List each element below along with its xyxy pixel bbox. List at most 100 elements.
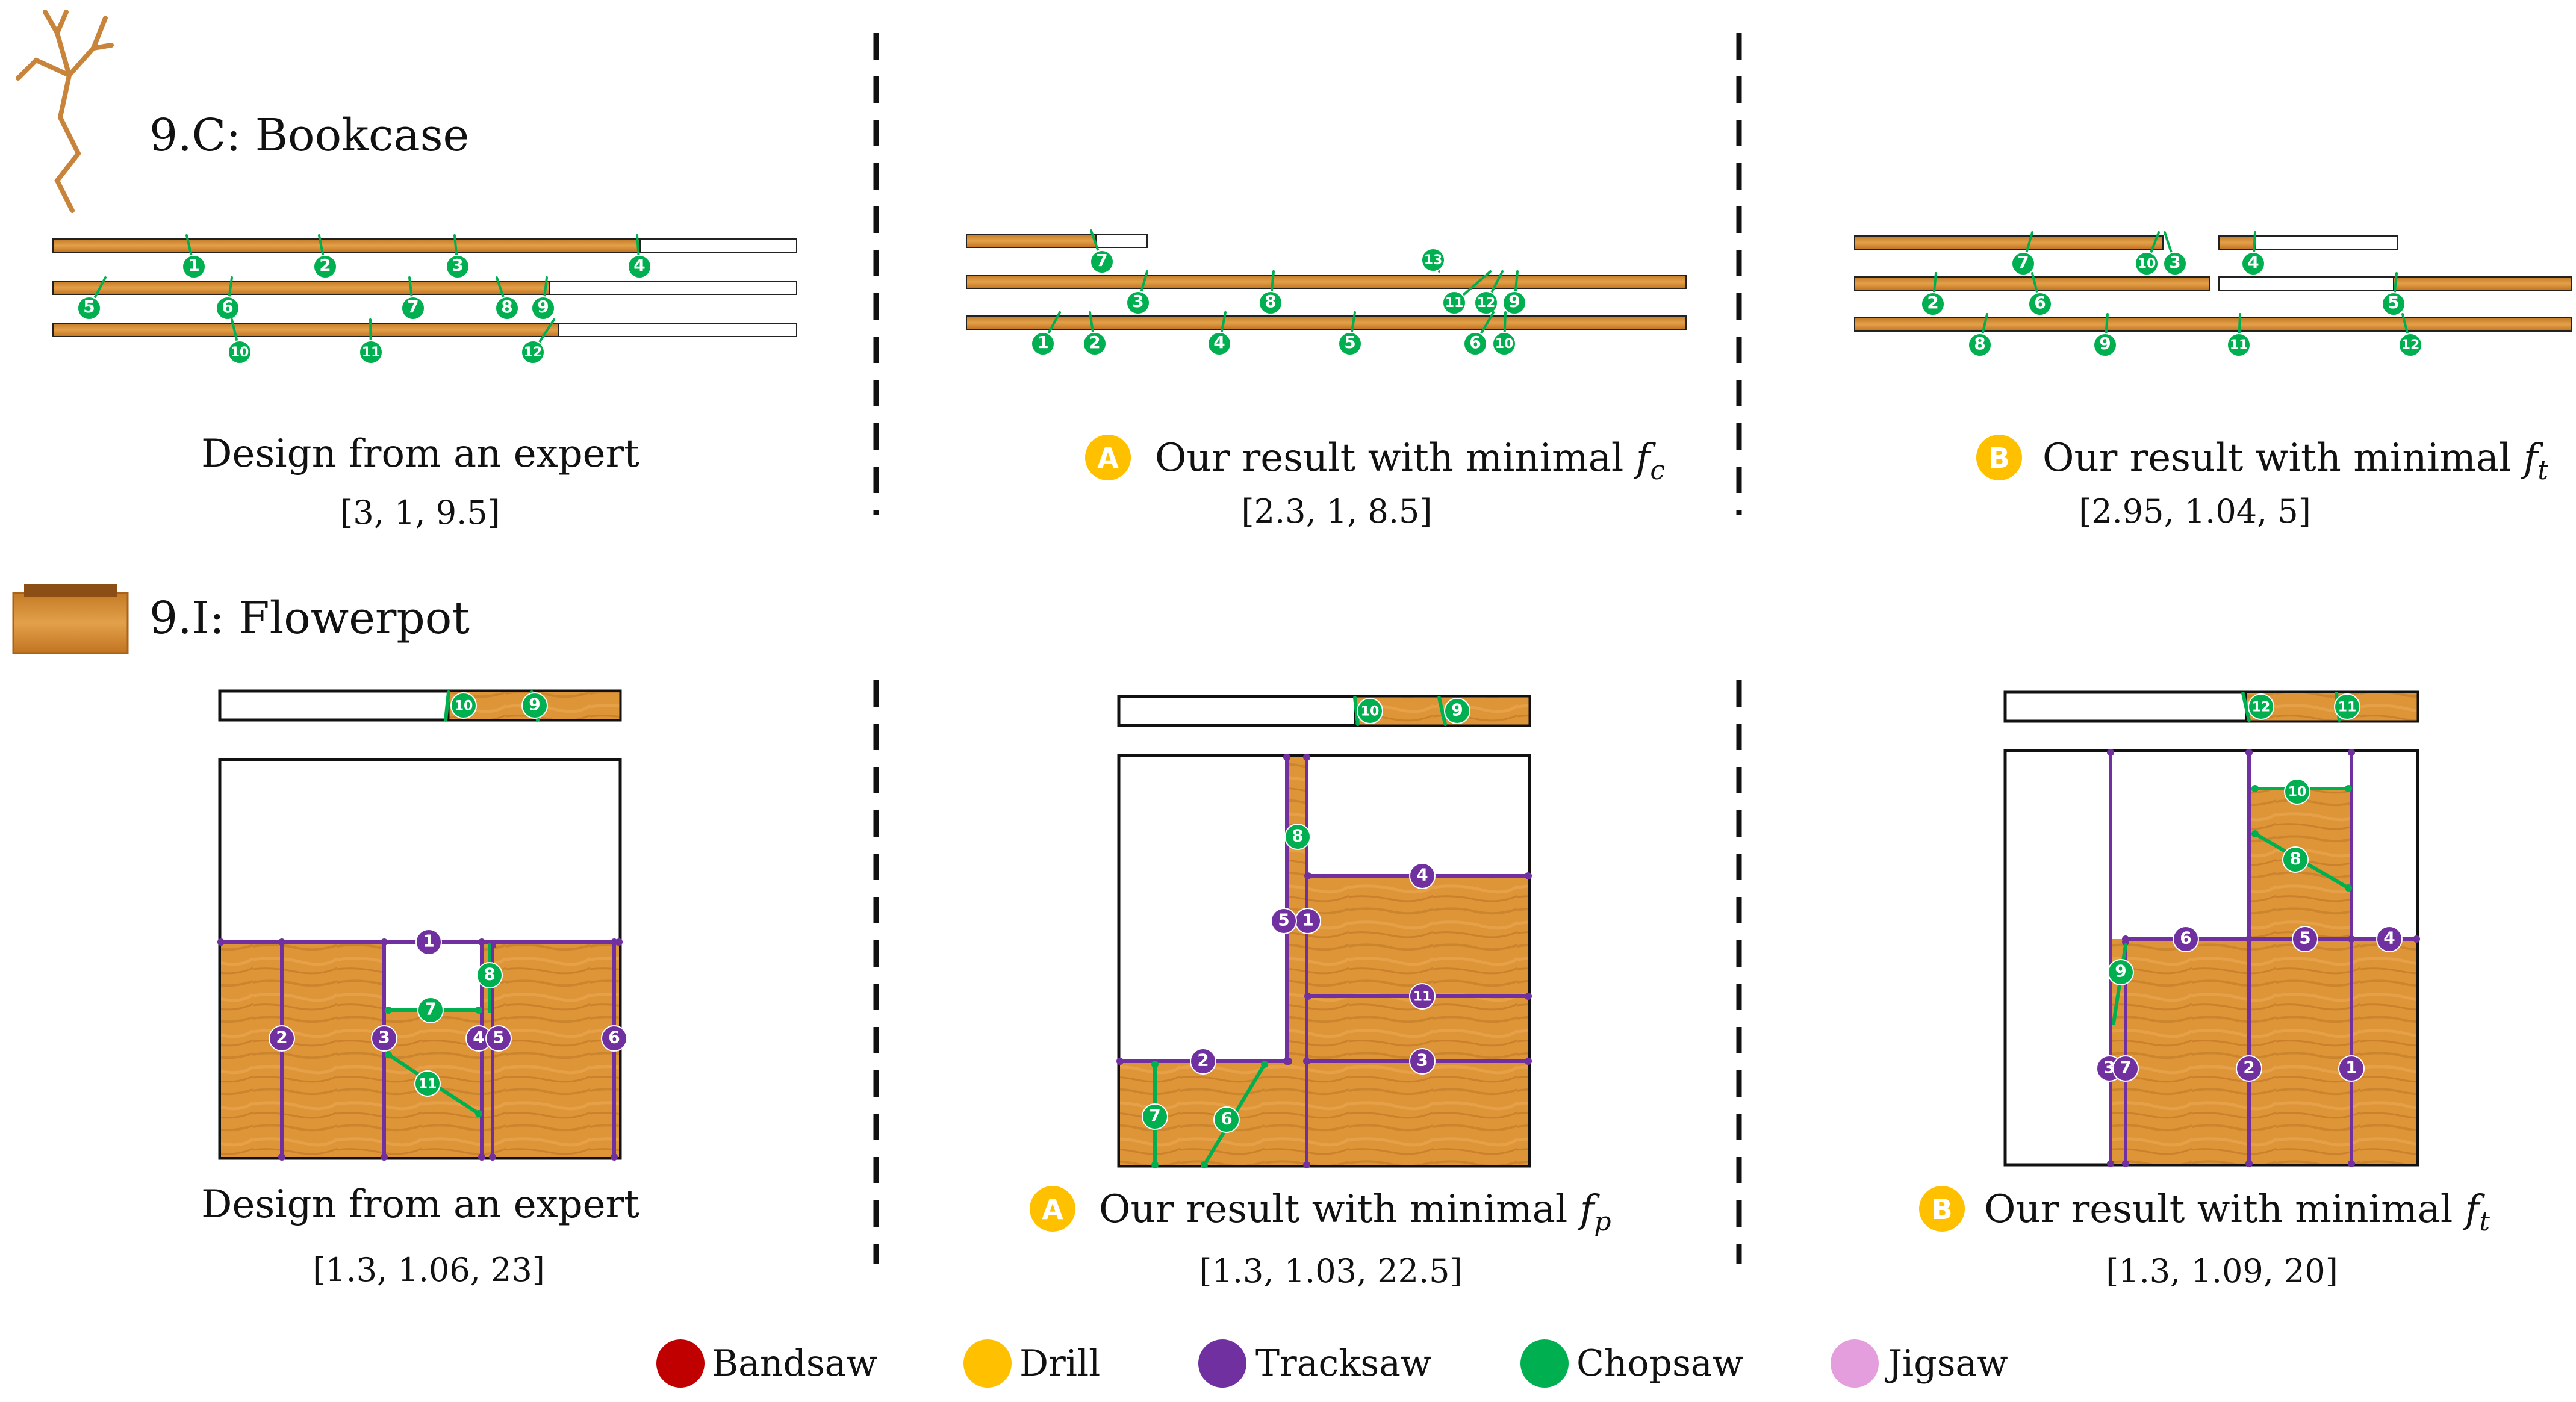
fp-b-cut-end-6-b — [2245, 935, 2253, 943]
fp-b-cut-end-5-b — [2348, 935, 2355, 943]
bk-b-cut-marker-2: 2 — [1921, 292, 1945, 316]
fp-a-cut-marker-3: 3 — [1409, 1048, 1436, 1075]
svg-text:4: 4 — [473, 1028, 484, 1047]
svg-text:5: 5 — [1344, 332, 1355, 352]
svg-text:12: 12 — [2252, 700, 2271, 715]
bk-a-cut-marker-13: 13 — [1421, 248, 1445, 272]
legend-label-bandsaw: Bandsaw — [712, 1342, 877, 1385]
fp-expert-cut-marker-6: 6 — [601, 1025, 627, 1052]
fp-a-cut-end-2-a — [1116, 1058, 1124, 1065]
legend-swatch-bandsaw — [656, 1339, 705, 1388]
fp-a-cut-marker-11: 11 — [1409, 983, 1436, 1010]
svg-text:9: 9 — [1451, 700, 1463, 720]
flowerpot-expert-layout — [218, 689, 622, 1160]
bookcase-a-metrics: [2.3, 1, 8.5] — [1242, 492, 1433, 530]
svg-text:8: 8 — [1292, 826, 1303, 846]
bk-a-cut-marker-3: 3 — [1126, 291, 1150, 315]
bk-expert-cut-marker-6: 6 — [216, 296, 240, 320]
bk-expert-cut-marker-12: 12 — [521, 340, 545, 364]
svg-text:9: 9 — [537, 297, 549, 317]
bookcase-a-layout — [966, 234, 1687, 330]
fp-a-cut-end-6-a — [1201, 1161, 1208, 1168]
svg-text:3: 3 — [452, 255, 463, 275]
bk-expert-cut-marker-4: 4 — [627, 255, 652, 279]
fp-a-cut-end-4-b — [1525, 872, 1532, 879]
fp-a-cut-marker-2: 2 — [1190, 1048, 1216, 1075]
bk-expert-cut-marker-3: 3 — [446, 255, 470, 279]
fp-expert-cut-end-7-b — [475, 1007, 482, 1014]
svg-text:10: 10 — [455, 699, 473, 714]
fp-expert-cut-marker-1: 1 — [415, 929, 442, 955]
bookcase-expert-caption: Design from an expert — [201, 432, 639, 476]
legend-item-bandsaw: Bandsaw — [656, 1339, 877, 1388]
svg-text:5: 5 — [1278, 910, 1289, 930]
fp-b-cut-marker-4: 4 — [2376, 926, 2403, 952]
bookcase-icon — [16, 10, 114, 213]
svg-text:5: 5 — [2388, 293, 2399, 312]
svg-text:8: 8 — [1974, 333, 1985, 353]
svg-text:10: 10 — [1361, 704, 1380, 719]
fp-expert-cut-end-2-b — [278, 1153, 285, 1161]
fp-expert-cut-end-3-b — [381, 1153, 388, 1161]
flowerpot-a-metrics: [1.3, 1.03, 22.5] — [1199, 1252, 1462, 1290]
fp-b-cut-end-10-a — [2251, 785, 2259, 792]
fp-a-cut-end-3-a — [1303, 1058, 1310, 1065]
bk-expert-cut-marker-11: 11 — [359, 340, 383, 364]
bk-b-cut-marker-7: 7 — [2011, 252, 2035, 276]
fp-a-cut-end-5-b — [1283, 1058, 1290, 1065]
fp-b-cut-marker-2: 2 — [2236, 1055, 2262, 1082]
fp-a-cut-marker-9: 9 — [1444, 698, 1470, 724]
fp-expert-cut-marker-8: 8 — [476, 962, 503, 988]
fp-a-cut-marker-5: 5 — [1271, 908, 1297, 934]
svg-text:11: 11 — [418, 1077, 437, 1092]
fp-b-cut-marker-9: 9 — [2108, 959, 2134, 985]
bk-b-cut-marker-4: 4 — [2241, 252, 2265, 276]
svg-text:8: 8 — [484, 964, 495, 984]
bookcase-a-caption: Our result with minimal fc — [1155, 436, 1665, 486]
bk-b-cut-marker-8: 8 — [1968, 333, 1992, 357]
flowerpot-expert-metrics: [1.3, 1.06, 23] — [313, 1251, 545, 1289]
svg-text:7: 7 — [2120, 1058, 2131, 1078]
bk-expert-cut-marker-9: 9 — [531, 296, 555, 320]
badge-letter-a2: A — [1042, 1193, 1063, 1226]
svg-text:6: 6 — [2180, 928, 2191, 948]
legend-item-tracksaw: Tracksaw — [1198, 1339, 1431, 1388]
bk-expert-cut-marker-2: 2 — [313, 255, 337, 279]
svg-text:11: 11 — [1413, 990, 1432, 1005]
fp-a-cut-end-7-a — [1151, 1161, 1159, 1168]
fp-expert-cut-end-6-b — [611, 1153, 618, 1161]
svg-text:6: 6 — [222, 297, 233, 317]
svg-text:2: 2 — [2243, 1058, 2254, 1078]
flowerpot-b-metrics: [1.3, 1.09, 20] — [2106, 1252, 2338, 1290]
legend-label-jigsaw: Jigsaw — [1884, 1342, 2008, 1385]
legend-item-jigsaw: Jigsaw — [1831, 1339, 2008, 1388]
fp-a-cut-end-11-a — [1304, 993, 1311, 1000]
svg-text:5: 5 — [83, 297, 95, 317]
fp-expert-cut-marker-10: 10 — [450, 692, 477, 719]
svg-text:4: 4 — [2383, 928, 2395, 948]
svg-text:10: 10 — [231, 345, 249, 360]
bookcase-section-title: 9.C: Bookcase — [149, 110, 469, 161]
fp-expert-cut-end-7-a — [385, 1007, 392, 1014]
svg-text:7: 7 — [2017, 252, 2029, 272]
fp-b-cut-marker-11: 11 — [2334, 693, 2360, 720]
fp-b-cut-marker-1: 1 — [2338, 1055, 2365, 1082]
svg-text:2: 2 — [276, 1028, 287, 1047]
fp-a-cut-marker-8: 8 — [1284, 824, 1311, 850]
fp-b-cut-marker-5: 5 — [2292, 926, 2318, 952]
fp-expert-cut-marker-11: 11 — [414, 1070, 441, 1097]
fp-b-cut-end-1-b — [2348, 1160, 2355, 1167]
bk-a-cut-marker-12: 12 — [1474, 291, 1498, 315]
svg-text:9: 9 — [1508, 291, 1520, 311]
tool-legend: Bandsaw Drill Tracksaw Chopsaw Jigsaw — [656, 1339, 2008, 1388]
flowerpot-icon — [12, 584, 129, 654]
legend-label-drill: Drill — [1019, 1342, 1100, 1385]
fp-b-cut-marker-7: 7 — [2112, 1055, 2139, 1082]
bk-b-cut-marker-6: 6 — [2028, 292, 2052, 316]
fp-expert-cut-end-3-a — [381, 938, 388, 946]
svg-text:6: 6 — [608, 1028, 620, 1047]
fp-b-cut-marker-6: 6 — [2173, 926, 2199, 952]
fp-b-cut-end-8-b — [2345, 884, 2352, 892]
fp-a-cut-end-11-b — [1525, 993, 1532, 1000]
